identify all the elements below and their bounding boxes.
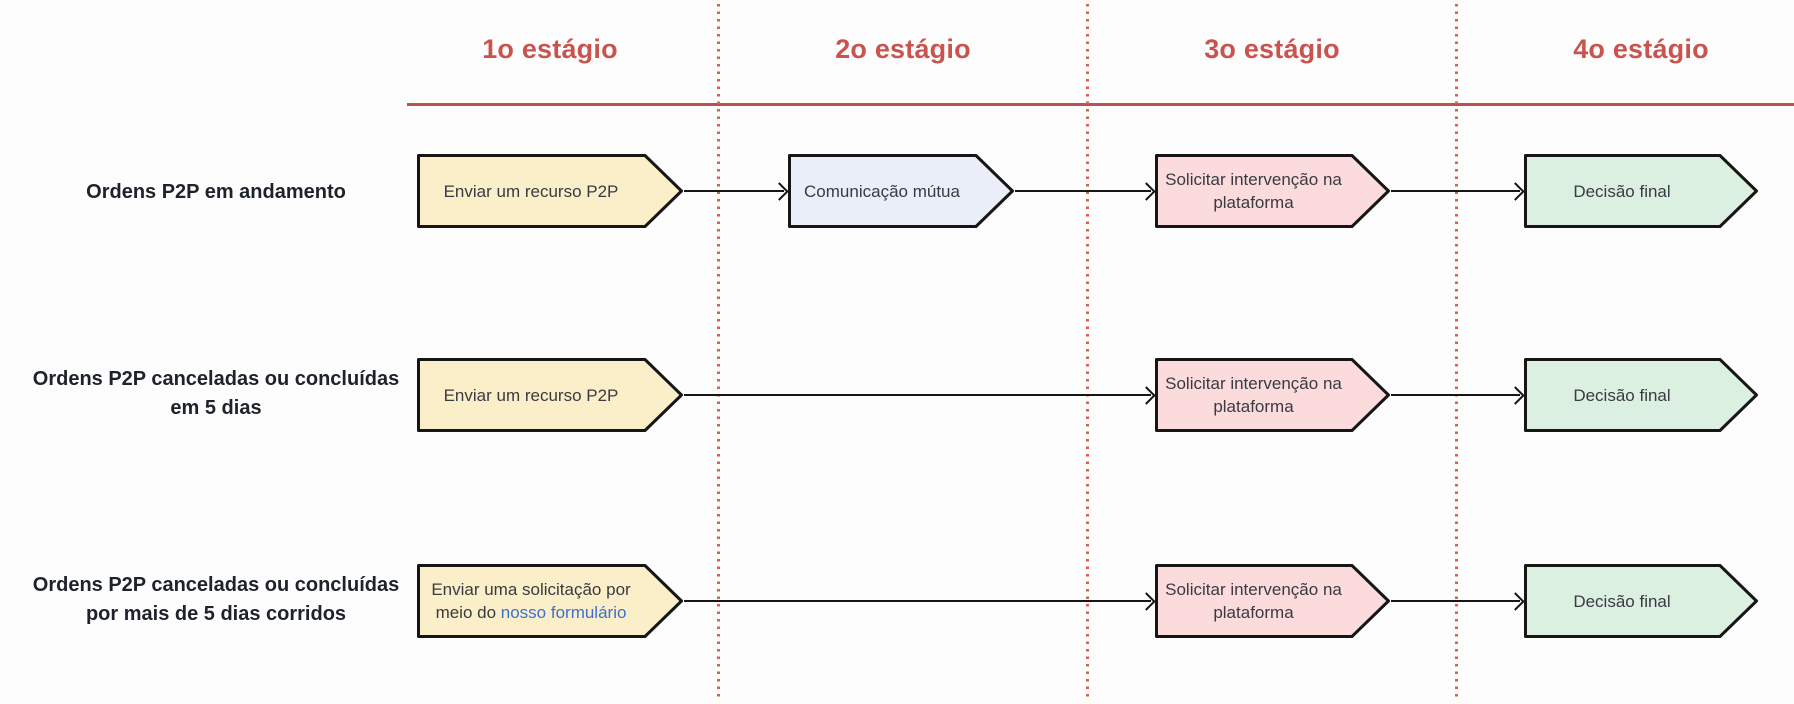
process-box-text: Solicitar intervenção na plataforma [1159, 358, 1348, 432]
process-box-line: Enviar um recurso P2P [443, 181, 619, 201]
process-box-shape [417, 564, 683, 638]
process-box-text: Decisão final [1528, 564, 1716, 638]
link-prefix-text: meio do [435, 603, 501, 622]
row2-box-enviar-recurso-p2p: Enviar um recurso P2P [417, 358, 683, 432]
process-box-shape [1155, 154, 1390, 228]
row1-arrow-stage1-to-stage2 [684, 190, 784, 192]
row1-label-line: Ordens P2P em andamento [86, 181, 346, 203]
process-box-line: Decisão final [1573, 181, 1671, 201]
row2-label: Ordens P2P canceladas ou concluídas em 5… [10, 365, 422, 423]
row3-box-enviar-solicitacao-formulario: Enviar uma solicitação por meio do nosso… [417, 564, 683, 638]
row3-label: Ordens P2P canceladas ou concluídas por … [10, 571, 422, 629]
row2-label-line: em 5 dias [170, 397, 262, 419]
stage-header-4: 4o estágio [1573, 34, 1709, 64]
process-box-line: plataforma [1213, 193, 1294, 212]
process-box-text: Decisão final [1528, 358, 1716, 432]
stage-header-1: 1o estágio [482, 34, 618, 64]
process-box-line: Enviar uma solicitação por [431, 580, 631, 599]
process-box-line: plataforma [1213, 603, 1294, 622]
row3-label-line: por mais de 5 dias corridos [85, 603, 347, 625]
process-box-text: Enviar um recurso P2P [421, 154, 641, 228]
process-box-line: plataforma [1213, 397, 1294, 416]
row1-box-decisao-final: Decisão final [1524, 154, 1758, 228]
stage-divider-2 [1086, 4, 1089, 698]
stage-divider-3 [1455, 4, 1458, 698]
process-box-line: Solicitar intervenção na [1165, 170, 1342, 189]
process-box-text: Decisão final [1528, 154, 1716, 228]
process-box-shape [1524, 154, 1758, 228]
process-box-text: Solicitar intervenção na plataforma [1159, 564, 1348, 638]
process-box-shape [1155, 358, 1390, 432]
row2-arrow-stage3-to-stage4 [1391, 394, 1520, 396]
process-box-shape [1524, 358, 1758, 432]
process-box-text: Solicitar intervenção na plataforma [1159, 154, 1348, 228]
process-box-line: Solicitar intervenção na [1165, 580, 1342, 599]
stage-header-2: 2o estágio [835, 34, 971, 64]
process-box-text: Comunicação mútua [792, 154, 972, 228]
stage-divider-1 [717, 4, 720, 698]
row1-box-enviar-recurso-p2p: Enviar um recurso P2P [417, 154, 683, 228]
row3-box-solicitar-intervencao: Solicitar intervenção na plataforma [1155, 564, 1390, 638]
process-box-text: Enviar uma solicitação por meio do nosso… [421, 564, 641, 638]
row1-arrow-stage2-to-stage3 [1015, 190, 1151, 192]
process-box-line: Enviar um recurso P2P [443, 385, 619, 405]
nosso-formulario-link[interactable]: nosso formulário [500, 603, 627, 622]
stage-header-3: 3o estágio [1204, 34, 1340, 64]
process-box-shape [1524, 564, 1758, 638]
process-box-line: Decisão final [1573, 591, 1671, 611]
process-box-shape [1155, 564, 1390, 638]
process-box-shape [417, 358, 683, 432]
row2-arrow-stage1-to-stage3 [684, 394, 1151, 396]
row1-box-solicitar-intervencao: Solicitar intervenção na plataforma [1155, 154, 1390, 228]
process-box-line: Solicitar intervenção na [1165, 374, 1342, 393]
row1-box-comunicacao-mutua: Comunicação mútua [788, 154, 1014, 228]
row1-arrow-stage3-to-stage4 [1391, 190, 1520, 192]
process-box-text: Enviar um recurso P2P [421, 358, 641, 432]
row3-box-decisao-final: Decisão final [1524, 564, 1758, 638]
row2-box-solicitar-intervencao: Solicitar intervenção na plataforma [1155, 358, 1390, 432]
process-box-shape [417, 154, 683, 228]
row2-box-decisao-final: Decisão final [1524, 358, 1758, 432]
process-box-line: Comunicação mútua [804, 181, 960, 201]
process-box-line: Decisão final [1573, 385, 1671, 405]
row3-arrow-stage1-to-stage3 [684, 600, 1151, 602]
row3-arrow-stage3-to-stage4 [1391, 600, 1520, 602]
row3-label-line: Ordens P2P canceladas ou concluídas [32, 574, 400, 596]
row2-label-line: Ordens P2P canceladas ou concluídas [32, 368, 400, 390]
row1-label: Ordens P2P em andamento [10, 178, 422, 207]
process-box-line: meio do nosso formulário [421, 601, 641, 624]
process-box-shape [788, 154, 1014, 228]
stage-header-underline [407, 103, 1794, 106]
